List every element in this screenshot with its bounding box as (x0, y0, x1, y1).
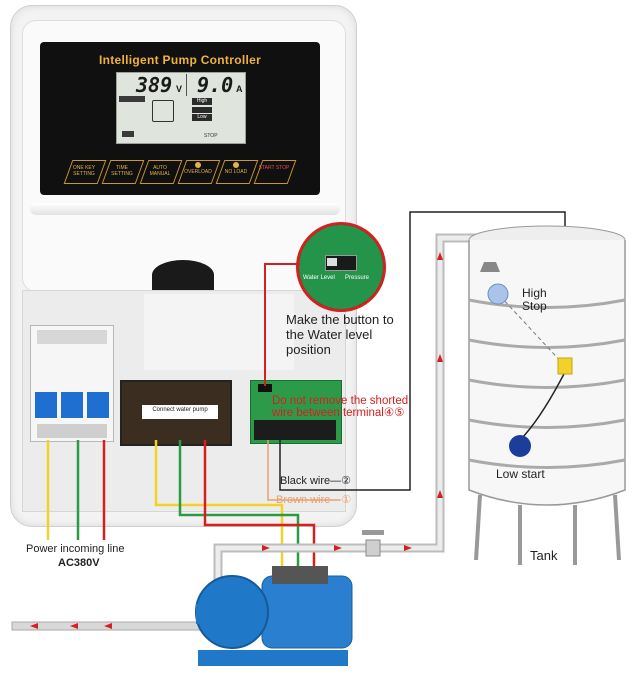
breaker-terminals-top (37, 330, 107, 344)
lcd-bottom-block (122, 131, 134, 137)
cabinet-knob (152, 260, 214, 290)
start-stop-label: START STOP (258, 165, 290, 171)
lcd-stop-label: STOP (204, 133, 218, 139)
auto-manual-label: AUTO MANUAL (149, 165, 171, 177)
callout-backdrop (144, 294, 294, 370)
pipe-valve (365, 539, 381, 557)
switch-water-level-label: Water Level (303, 275, 335, 281)
current-readout: 9.0 (197, 73, 234, 97)
power-incoming-line-label: Power incoming line (26, 543, 125, 555)
button-instruction-text: Make the button to the Water level posit… (286, 312, 394, 357)
control-buttons-row: ONE KEY SETTING TIME SETTING AUTO MANUAL… (63, 160, 297, 186)
tank-rib (468, 378, 626, 389)
current-unit: A (236, 84, 243, 94)
voltage-unit: V (176, 84, 183, 94)
flow-arrow (404, 545, 412, 551)
controller-title: Intelligent Pump Controller (98, 53, 262, 67)
tank-rib (468, 298, 626, 309)
switch-pressure-label: Pressure (345, 275, 370, 281)
flow-arrow (30, 623, 38, 629)
black-wire-label: Black wire—② (280, 475, 351, 487)
low-start-label: Low start (496, 467, 545, 481)
cabinet-ridge (30, 203, 340, 215)
pcb-terminal-row (254, 420, 336, 440)
breaker-handle-2[interactable] (61, 392, 83, 418)
lcd-tank-icon (152, 100, 174, 122)
tank-spray-head (480, 262, 500, 272)
breaker-handle-3[interactable] (87, 392, 109, 418)
lcd-divider (186, 74, 187, 96)
tank-rib (468, 418, 626, 429)
tank-legs (474, 494, 621, 565)
brown-wire-to-tank (267, 440, 340, 501)
time-setting-label: TIME SETTING (111, 165, 133, 177)
overload-label: OVERLOAD (184, 169, 212, 175)
pump-terminal-label: Connect water pump (152, 407, 208, 413)
flow-arrow (437, 354, 443, 362)
switch-callout-knob[interactable] (327, 258, 337, 266)
power-spec-label: AC380V (58, 557, 100, 569)
overload-icon (195, 162, 201, 168)
one-key-setting-label: ONE KEY SETTING (72, 165, 96, 177)
pump-wire-yellow (154, 440, 284, 576)
breaker-terminal-screws (37, 424, 107, 438)
flow-arrow (70, 623, 78, 629)
flow-arrows (30, 252, 443, 629)
lcd-level-high: High (192, 98, 212, 105)
float-counterweight (557, 357, 573, 375)
outlet-pipe-inner (215, 235, 493, 580)
flow-arrow (437, 252, 443, 260)
breaker-handle-1[interactable] (35, 392, 57, 418)
pump-motor (261, 575, 353, 649)
high-stop-float (487, 283, 509, 305)
lcd-level-mid (192, 107, 212, 113)
pcb-mode-switch[interactable] (258, 384, 272, 392)
flow-arrow (334, 545, 342, 551)
tank-label: Tank (530, 548, 558, 563)
lcd-level-low: Low (192, 114, 212, 121)
flow-arrow (437, 490, 443, 498)
pump-terminal-box (272, 566, 328, 584)
callout-leader-line (264, 263, 300, 386)
no-load-label: NO LOAD (224, 169, 248, 175)
flow-arrow (104, 623, 112, 629)
shorted-wire-warning: Do not remove the shorted wire between t… (272, 395, 409, 419)
lcd-screen (116, 72, 246, 144)
tank-rib (468, 338, 626, 349)
no-load-icon (233, 162, 239, 168)
lcd-indicator-block (119, 96, 145, 102)
pipe-valve-handle (362, 530, 384, 535)
tank-rib (468, 458, 626, 469)
pump-inlet-flange (196, 604, 218, 624)
low-start-float (509, 435, 531, 457)
outlet-pipe (213, 233, 495, 580)
pump-terminal-label-bg (142, 405, 218, 419)
pump-base (198, 650, 348, 666)
voltage-readout: 389 (136, 73, 173, 97)
switch-callout-circle: Water Level Pressure (296, 222, 386, 312)
high-stop-label: High Stop (522, 286, 547, 313)
circuit-breaker (30, 325, 114, 442)
flow-arrow (262, 545, 270, 551)
float-tether-low (519, 371, 566, 441)
float-tether-high (499, 295, 566, 367)
